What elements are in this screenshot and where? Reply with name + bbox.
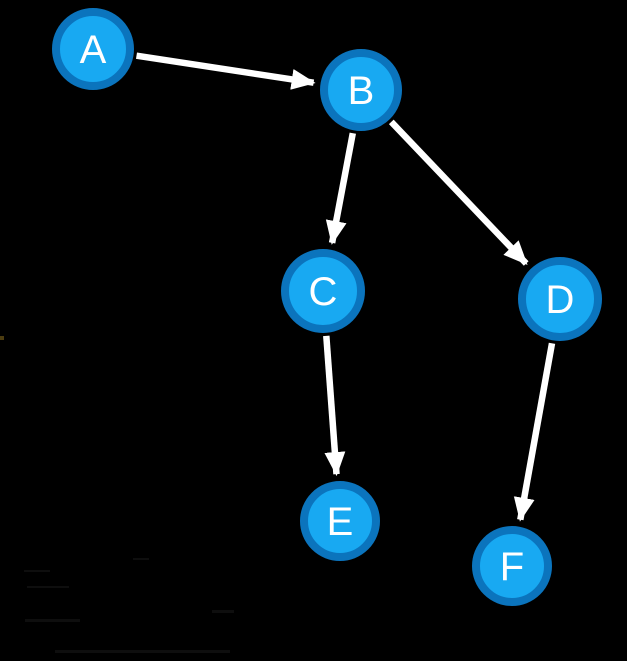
node-D[interactable]: D	[518, 257, 602, 341]
dot-artifact	[0, 336, 4, 340]
smudge-artifact	[133, 558, 149, 560]
node-B[interactable]: B	[320, 49, 402, 131]
node-C[interactable]: C	[281, 249, 365, 333]
node-circle	[281, 249, 365, 333]
node-circle	[320, 49, 402, 131]
nodes-layer: A B C D E F	[52, 8, 602, 606]
smudge-artifact	[27, 586, 69, 588]
node-circle	[300, 481, 380, 561]
node-A[interactable]: A	[52, 8, 134, 90]
node-circle	[472, 526, 552, 606]
edge-A-B	[136, 52, 316, 90]
smudge-artifact	[55, 650, 230, 653]
node-circle	[518, 257, 602, 341]
edge-D-F	[513, 342, 556, 522]
screen-artifacts	[0, 336, 234, 653]
edge-B-D	[388, 119, 529, 266]
edge-B-C	[325, 132, 356, 245]
smudge-artifact	[212, 610, 234, 613]
smudge-artifact	[25, 619, 80, 622]
node-E[interactable]: E	[300, 481, 380, 561]
smudge-artifact	[24, 570, 50, 572]
node-F[interactable]: F	[472, 526, 552, 606]
node-circle	[52, 8, 134, 90]
edges-layer	[136, 52, 556, 522]
edge-C-E	[323, 335, 346, 477]
